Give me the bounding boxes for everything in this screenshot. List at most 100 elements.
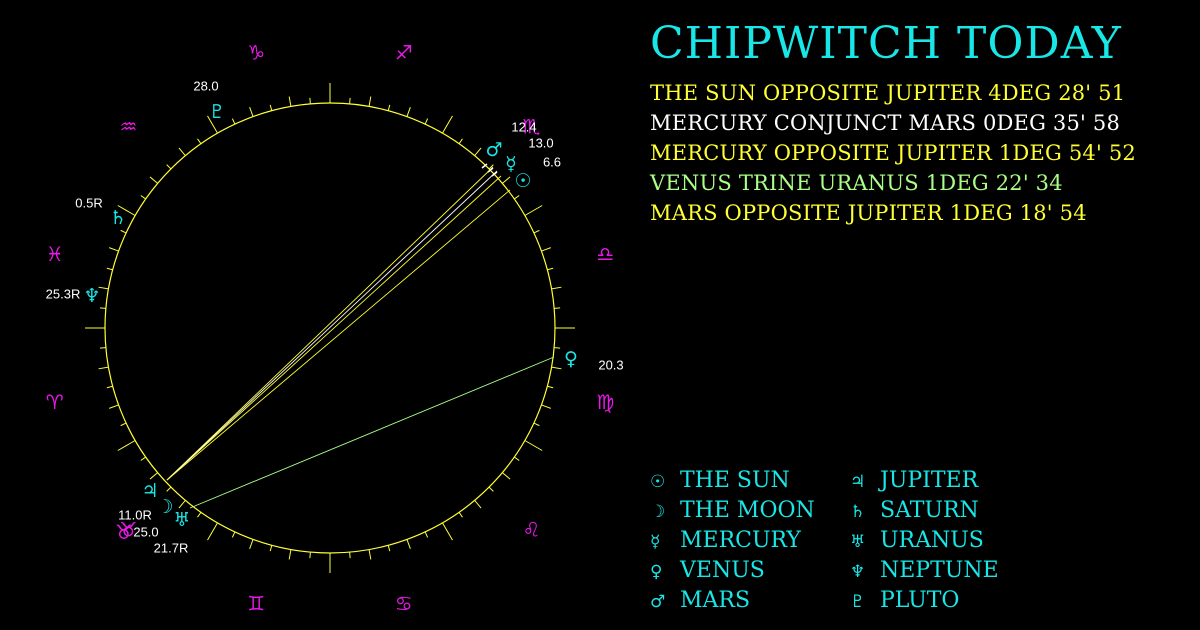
mercury-degree-label: 13.0 [528, 136, 553, 151]
cancer-icon: ♋ [395, 591, 413, 615]
jupiter-icon: ♃ [850, 472, 866, 492]
gemini-icon: ♊ [247, 591, 265, 615]
aspect-lines [166, 166, 555, 509]
degree-tick [178, 147, 186, 156]
degree-tick [406, 107, 411, 117]
aspect-item: THE SUN OPPOSITE JUPITER 4DEG 28' 51 [650, 81, 1126, 105]
aquarius-icon: ♒ [120, 114, 138, 138]
legend-label: THE MOON [680, 498, 815, 523]
degree-tick [541, 247, 551, 252]
degree-tick [269, 545, 273, 552]
neptune-icon: ♆ [850, 562, 866, 582]
degree-tick [106, 385, 113, 389]
degree-tick [387, 545, 391, 552]
degree-tick [551, 366, 562, 370]
mars-icon: ♂ [485, 139, 502, 161]
sun-icon: ☉ [514, 170, 531, 192]
degree-tick [387, 104, 391, 111]
legend-label: NEPTUNE [880, 558, 999, 583]
degree-tick [207, 115, 218, 134]
moon-degree-label: 25.0 [133, 525, 158, 540]
zodiac-signs: ♑♐♏♎♍♌♋♊♉♈♓♒ [46, 41, 615, 616]
degree-tick [524, 205, 543, 216]
degree-tick [554, 307, 561, 309]
legend-item: ☽ THE MOON [650, 496, 815, 526]
degree-tick [249, 539, 254, 549]
degree-tick [231, 531, 236, 538]
legend-item: ☿ MERCURY [650, 526, 815, 556]
degree-tick [514, 456, 520, 461]
uranus-degree-label: 21.7R [154, 541, 189, 556]
degree-tick [98, 366, 109, 370]
degree-tick [207, 522, 218, 541]
degree-tick [442, 522, 453, 541]
mars-degree-label: 12.4 [511, 120, 536, 135]
aspect-line [166, 189, 511, 481]
degree-tick [99, 347, 106, 349]
degree-tick [502, 472, 511, 480]
degree-tick [269, 104, 273, 111]
degree-tick [533, 422, 540, 427]
sagittarius-icon: ♐ [395, 41, 413, 65]
legend-item: ♃JUPITER [850, 466, 999, 496]
degree-tick [288, 549, 292, 560]
legend-label: SATURN [880, 498, 979, 523]
degree-tick [166, 164, 172, 170]
degree-tick [424, 531, 429, 538]
legend-label: URANUS [880, 528, 984, 553]
degree-tick [178, 500, 186, 509]
planet-position-marker [491, 171, 498, 177]
degree-tick [166, 486, 172, 492]
degree-tick [554, 347, 561, 349]
legend-item: ♅ URANUS [850, 526, 999, 556]
pluto-icon: ♇ [208, 101, 225, 123]
degree-tick [98, 286, 109, 290]
saturn-icon: ♄ [850, 502, 866, 522]
planet-legend-right: ♃JUPITER ♄ SATURN ♅ URANUS ♆ NEPTUNE ♇ PLUTO [850, 466, 999, 616]
legend-item: ♄ SATURN [850, 496, 999, 526]
planet-legend-left: ☉THE SUN ☽THE MOON ☿MERCURY ♀VENUS ♂MARS [650, 466, 815, 616]
moon-icon: ☽ [650, 502, 666, 522]
aspect-item: MARS OPPOSITE JUPITER 1DEG 18' 54 [650, 201, 1087, 225]
aspect-list: THE SUN OPPOSITE JUPITER 4DEG 28' 51 MER… [650, 78, 1195, 228]
legend-label: MERCURY [680, 528, 801, 553]
degree-tick [514, 195, 520, 200]
sun-degree-label: 6.6 [543, 155, 561, 170]
degree-tick [149, 176, 158, 184]
mercury-icon: ☿ [505, 153, 517, 175]
degree-tick [442, 115, 453, 134]
planet-position-marker [487, 167, 494, 173]
sun-icon: ☉ [650, 472, 666, 492]
degree-tick [488, 486, 494, 492]
degree-tick [474, 500, 482, 509]
taurus-marker-icon: ♉ [115, 520, 133, 544]
degree-tick [120, 229, 127, 234]
degree-tick [474, 147, 482, 156]
virgo-icon: ♍ [596, 390, 614, 414]
degree-tick [109, 247, 119, 252]
degree-tick [488, 164, 494, 170]
moon-icon: ☽ [156, 496, 173, 518]
venus-degree-label: 20.3 [598, 358, 623, 373]
legend-label: MARS [680, 588, 751, 613]
degree-tick [231, 118, 236, 125]
uranus-icon: ♅ [850, 532, 866, 552]
mars-icon: ♂ [650, 592, 666, 612]
legend-label: PLUTO [880, 588, 960, 613]
degree-tick [551, 286, 562, 290]
degree-tick [533, 229, 540, 234]
aspect-item: MERCURY CONJUNCT MARS 0DEG 35' 58 [650, 111, 1121, 135]
aspect-line [166, 175, 502, 481]
neptune-icon: ♆ [83, 285, 100, 307]
pluto-icon: ♇ [850, 592, 866, 612]
degree-tick [288, 96, 292, 107]
degree-tick [406, 539, 411, 549]
mercury-icon: ☿ [650, 532, 661, 552]
legend-item: ♇ PLUTO [850, 586, 999, 616]
degree-tick [368, 96, 372, 107]
degree-tick [309, 552, 311, 559]
degree-tick [424, 118, 429, 125]
degree-tick [541, 404, 551, 409]
degree-tick [140, 195, 146, 200]
aspect-item: VENUS TRINE URANUS 1DEG 22' 34 [650, 171, 1063, 195]
